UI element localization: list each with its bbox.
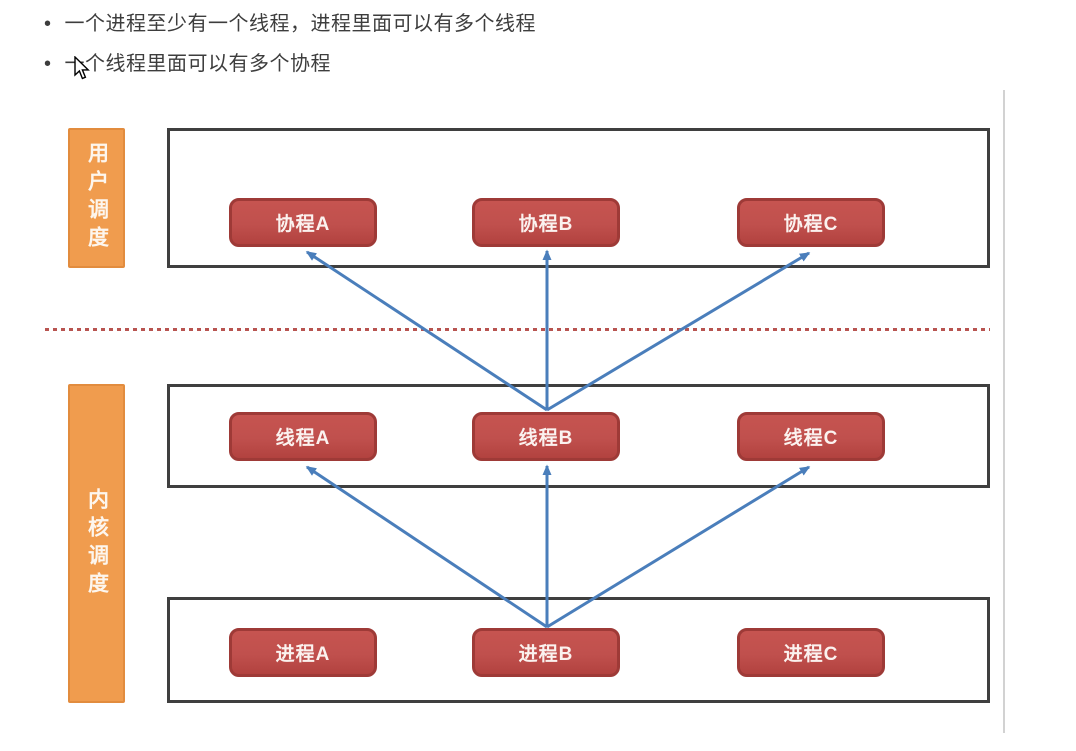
node-coroutine-b: 协程B [472,198,620,247]
node-process-c: 进程C [737,628,885,677]
note-line-1: • 一个进程至少有一个线程，进程里面可以有多个线程 [44,4,536,44]
arrow-processB-to-threadA [305,465,548,629]
note-line-2: • 一个线程里面可以有多个协程 [44,44,536,84]
arrow-threadB-to-coroutineA [305,250,548,412]
note-text-2: 一个线程里面可以有多个协程 [64,53,332,75]
arrow-processB-to-threadC [546,465,811,629]
user-schedule-label: 用户调度 [68,128,125,268]
mouse-pointer-icon [74,56,90,80]
node-thread-c: 线程C [737,412,885,461]
node-coroutine-c: 协程C [737,198,885,247]
note-text-1: 一个进程至少有一个线程，进程里面可以有多个线程 [64,13,537,35]
node-thread-b: 线程B [472,412,620,461]
kernel-schedule-label: 内核调度 [68,384,125,703]
content-right-divider [1003,90,1005,733]
bullet-dot: • [44,13,52,35]
user-kernel-boundary-line [45,328,990,331]
arrow-threadB-to-coroutineC [546,251,811,412]
node-coroutine-a: 协程A [229,198,377,247]
node-process-b: 进程B [472,628,620,677]
node-process-a: 进程A [229,628,377,677]
bullet-dot: • [44,53,52,75]
node-thread-a: 线程A [229,412,377,461]
notes-list: • 一个进程至少有一个线程，进程里面可以有多个线程 • 一个线程里面可以有多个协… [44,4,536,84]
